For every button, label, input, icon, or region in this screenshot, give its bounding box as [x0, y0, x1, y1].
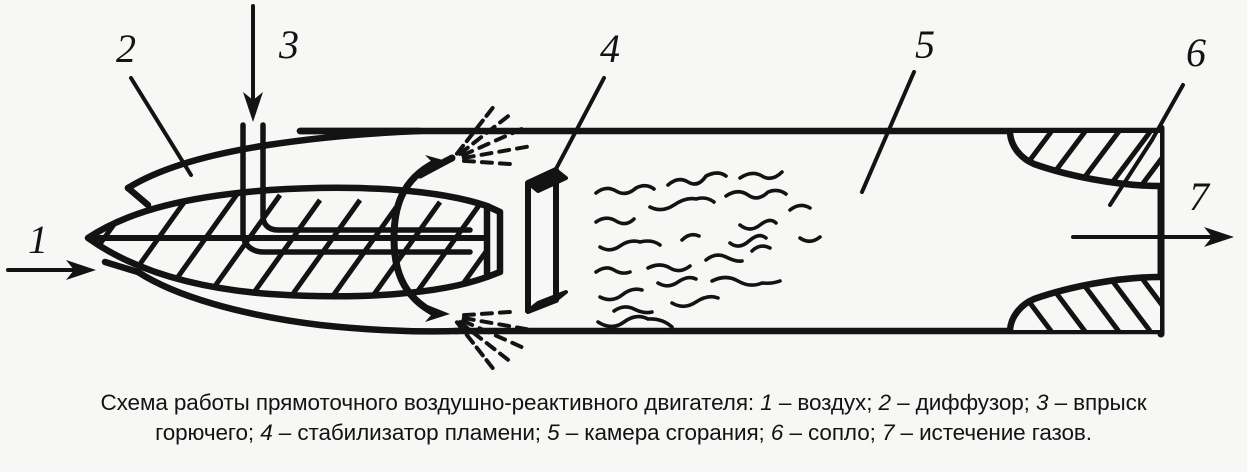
caption-title: Схема работы прямоточного воздушно-реакт… [100, 390, 755, 415]
caption-num-3: 3 [1036, 390, 1049, 415]
nozzle-lower [1006, 273, 1161, 331]
diffuser-cowl [101, 127, 462, 335]
caption-dash-6: – [789, 420, 802, 445]
flame-stabilizer [525, 167, 568, 314]
caption-line-1: Схема работы прямоточного воздушно-реакт… [0, 388, 1247, 418]
center-body-outline [84, 184, 491, 300]
callout-7: 7 [1071, 174, 1234, 247]
cowl-lip-notch [124, 184, 152, 209]
caption-dash-3: – [1054, 390, 1068, 415]
injector-manifold [390, 154, 456, 318]
caption-dash-1: – [778, 390, 792, 415]
callout-6-leader [1150, 83, 1185, 142]
callout-2-leader [129, 76, 193, 177]
fuel-spray-fan-lower [454, 309, 529, 371]
caption-dash-7: – [900, 420, 914, 445]
caption-text-4: стабилизатор пламени; [297, 420, 541, 445]
fuel-spray-fan-upper [454, 105, 529, 167]
figure-caption: Схема работы прямоточного воздушно-реакт… [0, 388, 1247, 448]
exhaust-arrow-head [1204, 227, 1234, 247]
nozzle-upper [1006, 132, 1161, 190]
cowl-upper-lip [124, 127, 424, 192]
fuel-arrow-head [243, 92, 263, 122]
callout-1: 1 [6, 217, 96, 280]
callout-label-2: 2 [116, 26, 136, 71]
injector-nozzles [425, 155, 450, 322]
ramjet-diagram: 1 2 3 4 5 6 [6, 4, 1234, 371]
caption-num-2: 2 [878, 390, 892, 415]
caption-text-5: камера сгорания; [584, 420, 765, 445]
combustion-turbulence [594, 170, 822, 329]
caption-lead-2: горючего; [155, 420, 255, 445]
fuel-pipe [240, 122, 473, 255]
callout-label-5: 5 [915, 22, 935, 67]
caption-text-3: впрыск [1073, 390, 1147, 415]
caption-num-4: 4 [260, 420, 273, 445]
callout-label-4: 4 [600, 26, 620, 71]
callout-5-leader [860, 70, 916, 194]
caption-line-2: горючего; 4 – стабилизатор пламени; 5 – … [0, 418, 1247, 448]
caption-dash-4: – [278, 420, 292, 445]
cowl-lower-lip [101, 258, 142, 276]
duct-walls [296, 124, 1165, 338]
callout-4: 4 [545, 26, 620, 188]
callout-label-3: 3 [278, 22, 299, 67]
caption-num-5: 5 [547, 420, 560, 445]
caption-dash-2: – [897, 390, 910, 415]
callout-3: 3 [243, 4, 299, 122]
callout-label-1: 1 [28, 217, 48, 262]
caption-num-6: 6 [770, 420, 784, 445]
callout-label-7: 7 [1189, 174, 1211, 219]
center-body-rear-face [485, 203, 504, 281]
nozzle-lower-contour [1006, 273, 1161, 331]
caption-text-1: воздух; [797, 390, 873, 415]
stabilizer-top-face [526, 168, 568, 193]
callout-label-6: 6 [1186, 30, 1206, 75]
stabilizer-bottom-face [526, 290, 568, 313]
caption-text-6: сопло; [808, 420, 876, 445]
inlet-arrow-head [66, 260, 96, 280]
nozzle-upper-contour [1006, 132, 1161, 190]
caption-num-1: 1 [760, 390, 773, 415]
callout-6: 6 [1108, 30, 1206, 207]
callout-5: 5 [860, 22, 935, 194]
callout-2: 2 [116, 26, 193, 177]
cowl-lower-surface [134, 268, 462, 335]
caption-text-2: диффузор; [915, 390, 1030, 415]
callout-6-leader-inner [1108, 138, 1154, 207]
caption-text-7: истечение газов. [919, 420, 1092, 445]
callout-4-leader [545, 76, 606, 188]
caption-dash-5: – [565, 420, 579, 445]
caption-num-7: 7 [881, 420, 895, 445]
